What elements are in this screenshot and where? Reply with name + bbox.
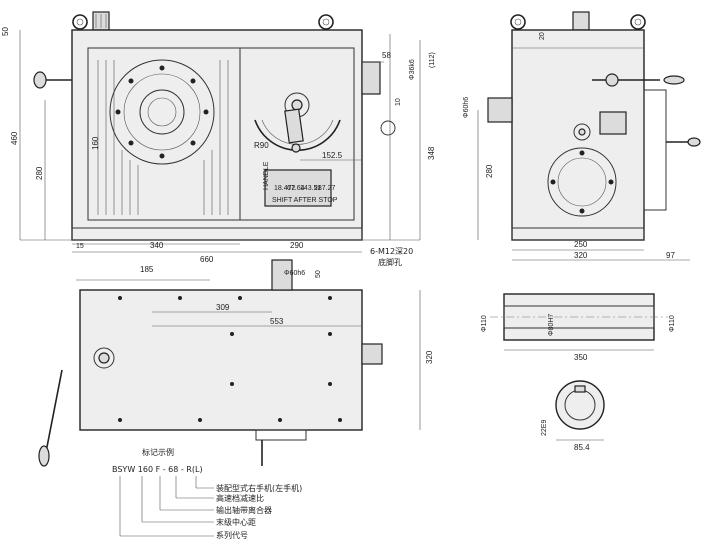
- dim-shaft-22: 22E9: [541, 420, 548, 436]
- left-lever-knob: [33, 71, 47, 89]
- designation-legend: 标记示例 BSYW 160 F - 68 - R(L) 装配型式右手机(左手机)…: [112, 447, 302, 539]
- dim-side-280: 280: [485, 164, 494, 178]
- dim-front-160: 160: [91, 136, 100, 150]
- output-flange: [109, 59, 215, 165]
- lifting-eye-right-hole: [322, 18, 330, 26]
- dim-front-112: (112): [429, 52, 436, 68]
- dim-front-460: 460: [10, 131, 19, 145]
- plate-ratio-3: 143.51: [300, 185, 322, 192]
- side-nameplate: [599, 111, 627, 135]
- side-base: [511, 227, 645, 241]
- plate-title: HANDLE: [263, 161, 270, 190]
- side-flange: [547, 147, 617, 217]
- top-lever-knob: [38, 445, 50, 467]
- dim-top-320: 320: [425, 350, 434, 364]
- legend-heading: 标记示例: [142, 447, 174, 457]
- front-cover-frame: [87, 47, 355, 221]
- side-breather-knob: [572, 11, 590, 31]
- side-lifting-eye-right: [630, 14, 646, 30]
- plate-ratio-1: 18.472: [274, 185, 296, 192]
- top-view: 185 Φ60h6 50 309 553 320: [38, 259, 434, 467]
- top-output-shaft: [361, 343, 383, 365]
- dim-shaft-85: 85.4: [574, 443, 590, 452]
- dim-front-280: 280: [35, 166, 44, 180]
- dim-side-320: 320: [574, 251, 588, 260]
- flange-inner-ring: [123, 73, 201, 151]
- dim-front-thread: 6-M12深20: [370, 247, 413, 256]
- side-lever-knob: [663, 75, 685, 85]
- dim-side-97: 97: [666, 251, 675, 260]
- side-right-handle-housing: [643, 89, 667, 211]
- dim-front-15: 15: [76, 243, 84, 250]
- legend-item-center-distance: 末级中心距: [216, 517, 256, 527]
- dim-side-20: 20: [539, 32, 546, 40]
- top-boss: [93, 347, 115, 369]
- lifting-eye-left-hole: [76, 18, 84, 26]
- dim-shaft-110b: Φ110: [669, 315, 676, 332]
- dim-front-660: 660: [200, 255, 214, 264]
- dim-top-185: 185: [140, 265, 154, 274]
- dim-front-r90: R90: [254, 141, 269, 150]
- dim-front-50: 50: [1, 27, 10, 36]
- dim-front-290: 290: [290, 241, 304, 250]
- dim-side-60h6: Φ60h6: [463, 97, 470, 118]
- top-bolts: [118, 296, 342, 422]
- plate-note: SHIFT AFTER STOP: [272, 197, 338, 204]
- designation-code: BSYW 160 F - 68 - R(L): [112, 465, 203, 474]
- dim-top-309: 309: [216, 303, 230, 312]
- dim-shaft-80: Φ80H7: [548, 314, 555, 336]
- legend-item-series: 系列代号: [216, 530, 248, 539]
- plate-ratio-4: 287.27: [314, 185, 336, 192]
- handle-nameplate: [264, 169, 332, 207]
- top-housing: [79, 289, 363, 431]
- side-lifting-eye-left: [510, 14, 526, 30]
- dim-top-50: 50: [315, 270, 322, 278]
- side-input-shaft: [487, 97, 513, 123]
- dim-side-250: 250: [574, 240, 588, 249]
- dim-front-340: 340: [150, 241, 164, 250]
- dim-front-58: 58: [382, 51, 391, 60]
- side-housing: [511, 29, 645, 241]
- side-view: 20 Φ60h6 280 250 320 97: [463, 11, 701, 261]
- shift-lever-tip: [291, 143, 301, 153]
- top-hand-lever: [45, 369, 63, 453]
- dim-front-36k6: Φ36k6: [409, 59, 416, 80]
- dim-front-348: 348: [427, 146, 436, 160]
- dim-shaft-350: 350: [574, 353, 588, 362]
- shaft-key-section: [380, 120, 396, 136]
- legend-item-ratio: 高速档减速比: [216, 493, 264, 503]
- dim-front-152: 152.5: [322, 151, 343, 160]
- dim-front-bore: 底脚孔: [378, 257, 402, 267]
- cooling-ribs: [97, 60, 229, 215]
- shaft-cross-section: [555, 380, 605, 430]
- top-input-shaft: [271, 259, 293, 291]
- front-view: HANDLE 18.472 67.64 143.51 287.27 SHIFT …: [1, 11, 436, 267]
- lifting-eye-left: [72, 14, 88, 30]
- dim-shaft-110a: Φ110: [481, 315, 488, 332]
- side-flange-bolts: [550, 150, 614, 214]
- shaft-section: Φ110 Φ80H7 Φ110 350 22E9 85.4: [481, 293, 676, 452]
- dim-front-10: 10: [395, 98, 402, 106]
- output-shaft-bore: [139, 89, 185, 135]
- flange-bolts: [115, 65, 209, 159]
- top-bottom-handle: [255, 429, 307, 441]
- lifting-eye-right: [318, 14, 334, 30]
- legend-item-clutch: 输出轴带离合器: [216, 505, 272, 515]
- legend-item-assembly: 装配型式右手机(左手机): [216, 483, 302, 493]
- shaft-keyway: [574, 385, 586, 393]
- side-small-boss: [573, 123, 591, 141]
- input-shaft: [361, 61, 381, 95]
- shift-lever: [284, 108, 304, 144]
- plate-ratio-2: 67.64: [287, 185, 305, 192]
- dim-top-60: Φ60h6: [284, 270, 305, 277]
- dim-top-553: 553: [270, 317, 284, 326]
